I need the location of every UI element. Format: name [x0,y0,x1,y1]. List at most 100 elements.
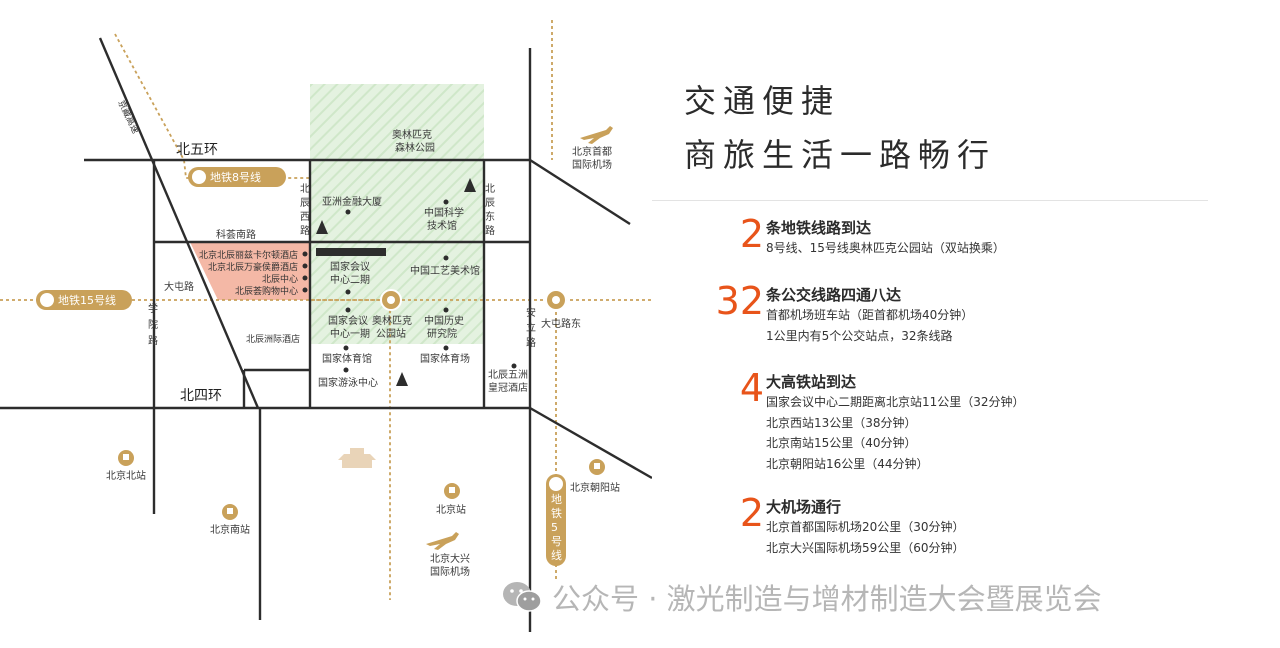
watermark-text: 公众号 · 激光制造与增材制造大会暨展览会 [552,582,1102,616]
train-station-icon [589,459,605,475]
wechat-icon [503,582,542,612]
asia-finance-label: 亚洲金融大厦 [322,195,382,208]
stat-line: 北京南站15公里（40分钟） [766,436,917,450]
stat-line: 北京西站13公里（38分钟） [766,415,917,430]
stat-title: 大机场通行 [766,498,842,516]
stat-title: 条公交线路四通八达 [766,286,902,304]
ncc2-label-1: 国家会议 [330,260,370,273]
jingzang-expressway [98,37,260,409]
tree-icon [316,220,328,234]
crafts-museum-label: 中国工艺美术馆 [410,264,480,277]
svg-text:线: 线 [551,548,562,562]
tree-icon [464,178,476,192]
pek-label-2: 国际机场 [572,158,612,171]
bj-station-label: 北京站 [436,503,466,516]
ncc1-label-2: 中心一期 [330,327,370,340]
nat-stadium-label: 国家体育场 [420,352,470,365]
stat-title: 大高铁站到达 [766,373,857,391]
beichen-center-label: 北辰中心 [262,273,298,285]
forest-park-label-2: 森林公园 [395,141,435,154]
ncc1-label-1: 国家会议 [328,314,368,327]
history-inst-label-2: 研究院 [427,327,457,340]
datun-east-label: 大屯路东 [541,317,581,330]
headline-line2: 商旅生活一路畅行 [684,136,997,174]
svg-text:学: 学 [148,302,158,315]
stat-line: 北京朝阳站16公里（44分钟） [766,456,929,471]
metro-8-badge: 地铁8号线 [188,167,286,187]
metro-15-badge: 地铁15号线 [36,290,132,310]
stat-line: 北京大兴国际机场59公里（60分钟） [766,540,965,555]
aquatics-label: 国家游泳中心 [318,376,378,389]
chaoyang-station-label: 北京朝阳站 [570,481,620,494]
ring5-label: 北五环 [176,142,218,158]
tiananmen-icon [338,448,376,468]
headline-line1: 交通便捷 [684,82,841,120]
ncc2-building [316,248,386,256]
watermark: 公众号 · 激光制造与增材制造大会暨展览会 [502,576,1102,618]
svg-text:路: 路 [300,224,310,237]
stat-line: 首都机场班车站（距首都机场40分钟） [766,308,974,322]
svg-text:路: 路 [485,224,495,237]
svg-text:辰: 辰 [300,197,310,209]
tree-icon [396,372,408,386]
stat-number: 2 [739,212,764,256]
forest-park-label-1: 奥林匹克 [392,128,432,141]
zhouji-hotel-label: 北辰洲际酒店 [246,333,300,345]
svg-text:路: 路 [148,334,158,347]
svg-text:辰: 辰 [485,197,495,209]
pek-label-1: 北京首都 [572,145,612,158]
datun-label: 大屯路 [164,280,194,293]
pek-airport-icon [580,126,613,144]
svg-text:5: 5 [551,521,558,534]
stat-line: 国家会议中心二期距离北京站11公里（32分钟） [766,395,1025,409]
metro-5-badge: 地铁 5号线 [546,474,566,566]
crowne-label-1: 北辰五洲 [488,369,528,381]
svg-text:号: 号 [551,535,562,548]
north-4th-ring-east [529,406,652,480]
crowne-label-2: 皇冠酒店 [488,381,528,394]
datun-east-station-icon [545,289,567,311]
north-station-label: 北京北站 [106,469,146,482]
ncc2-label-2: 中心二期 [330,273,370,286]
kehui-label: 科荟南路 [216,228,256,241]
svg-text:北: 北 [300,183,310,195]
olympic-station-label-2: 公园站 [376,327,406,340]
svg-text:地铁8号线: 地铁8号线 [210,170,261,184]
train-station-icon [118,450,134,466]
stat-number: 2 [739,491,764,535]
svg-text:地: 地 [551,493,562,506]
stat-number: 32 [715,279,764,323]
svg-text:地铁15号线: 地铁15号线 [58,293,116,307]
svg-text:立: 立 [526,321,536,334]
forest-park-zone [310,84,484,160]
beichen-mall-label: 北辰荟购物中心 [235,285,298,297]
ring4-label: 北四环 [180,388,222,404]
xueyuan-label: 学院路 [148,302,158,347]
svg-text:铁: 铁 [551,507,562,520]
hotel-carlton-label: 北京北辰丽兹卡尔顿酒店 [199,249,298,261]
stat-line: 8号线、15号线奥林匹克公园站（双站换乘） [766,241,1005,255]
stat-line: 北京首都国际机场20公里（30分钟） [766,520,965,534]
svg-text:安: 安 [526,306,536,319]
svg-text:北: 北 [485,183,495,195]
cas-museum-label-2: 技术馆 [427,219,457,232]
south-station-label: 北京南站 [210,523,250,536]
daxing-airport-icon [426,532,459,550]
hotel-zone [190,242,310,300]
divider [652,200,1208,201]
svg-text:院: 院 [148,318,158,331]
train-station-icon [222,504,238,520]
stat-line: 1公里内有5个公交站点，32条线路 [766,328,953,343]
daxing-label-1: 北京大兴 [430,552,470,565]
svg-text:路: 路 [526,336,536,349]
stat-title: 条地铁线路到达 [766,219,872,237]
cas-museum-label-1: 中国科学 [424,206,464,219]
svg-text:西: 西 [300,212,310,223]
anli-label: 安立路 [526,306,536,349]
north-5th-ring-east [529,158,631,226]
hotel-wanhao-label: 北京北辰万豪侯爵酒店 [208,261,298,273]
